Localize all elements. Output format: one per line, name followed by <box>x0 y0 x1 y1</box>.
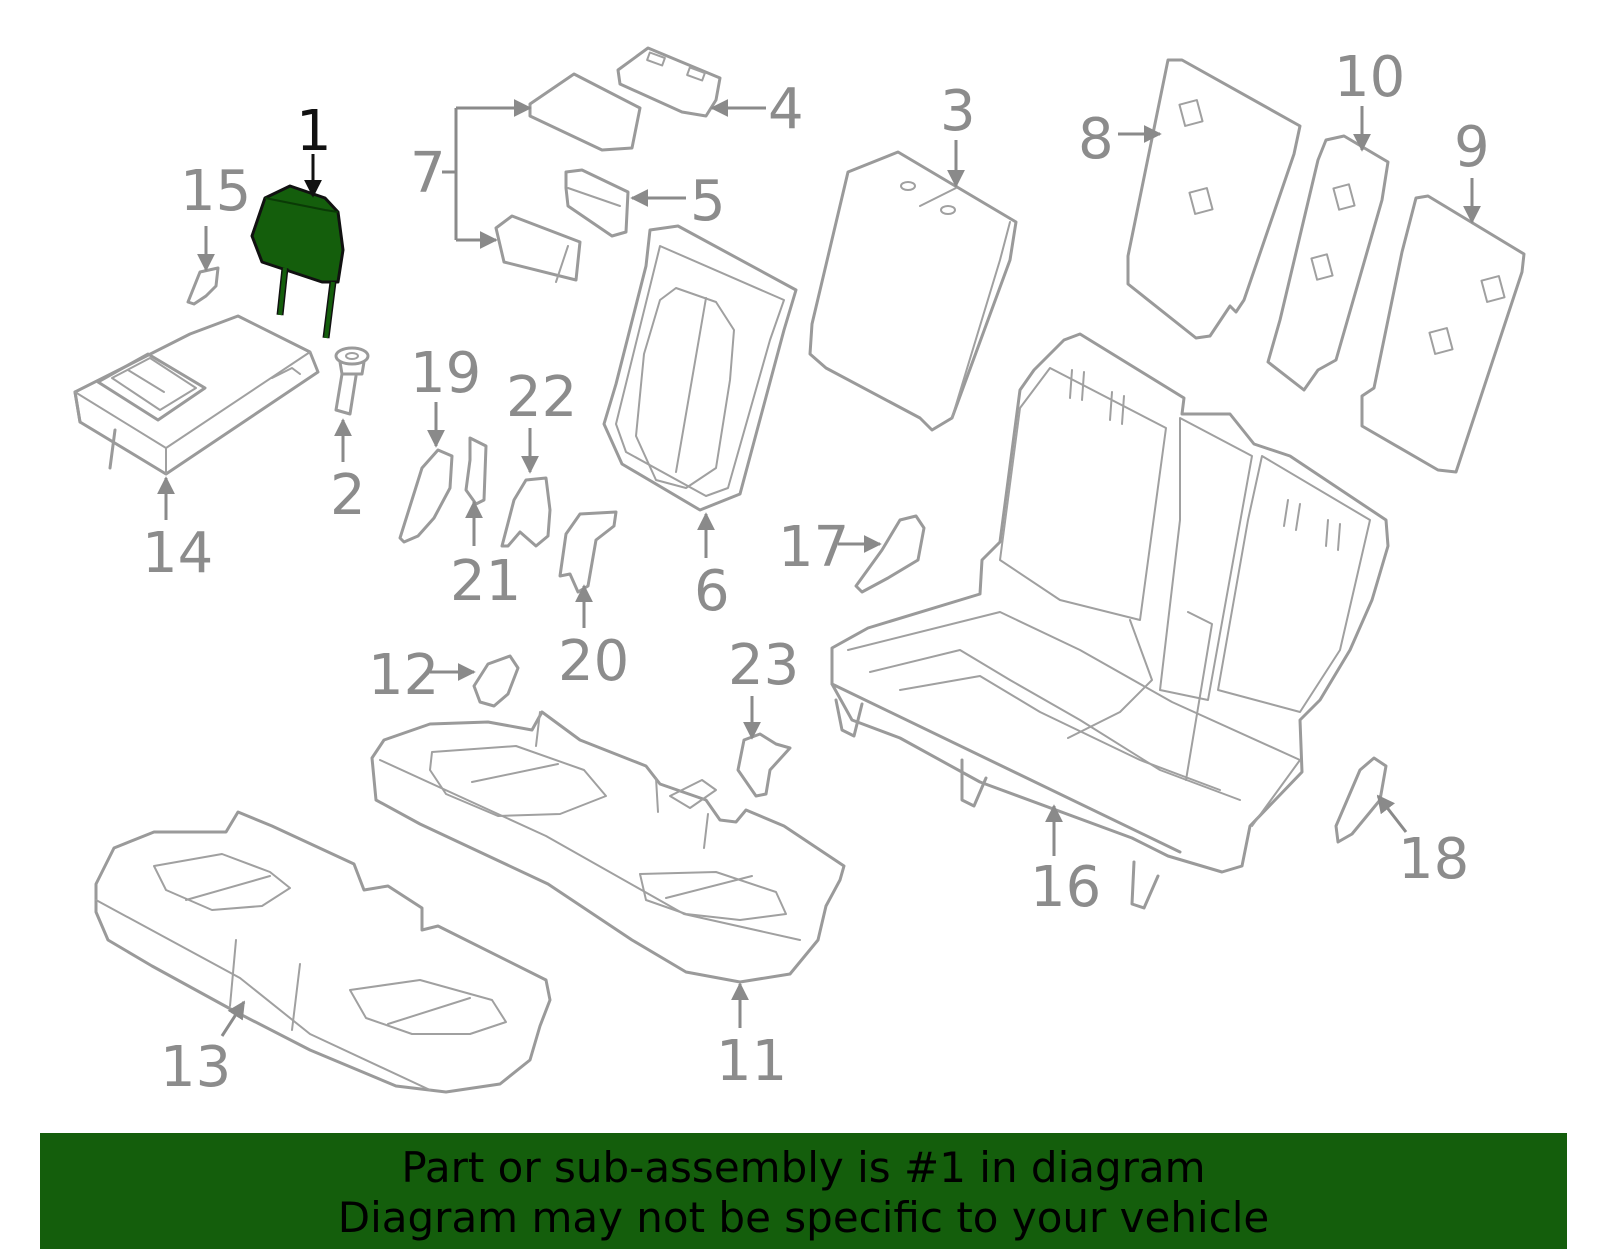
part-17-hinge-cover[interactable] <box>854 514 926 594</box>
callout-23: 23 <box>728 633 799 698</box>
part-3-seatback-panel[interactable] <box>808 150 1018 432</box>
callout-13: 13 <box>160 1035 231 1100</box>
part-10-back-panel[interactable] <box>1266 134 1390 392</box>
part-23-bracket[interactable] <box>736 732 792 798</box>
callout-11: 11 <box>716 1029 787 1094</box>
part-21-trim[interactable] <box>464 436 488 506</box>
part-15-bracket[interactable] <box>186 266 220 306</box>
part-18-hinge-cover[interactable] <box>1334 756 1388 844</box>
banner-line-1: Part or sub-assembly is #1 in diagram <box>401 1143 1206 1192</box>
callout-12: 12 <box>368 643 439 708</box>
part-16-seat-frame[interactable] <box>830 332 1390 910</box>
callout-15: 15 <box>180 159 251 224</box>
callout-20: 20 <box>558 629 629 694</box>
callout-5: 5 <box>690 169 726 234</box>
callout-17: 17 <box>778 515 849 580</box>
part-8-back-panel[interactable] <box>1126 58 1302 340</box>
callout-19: 19 <box>410 341 481 406</box>
part-1-headrest[interactable] <box>250 184 345 339</box>
callout-7: 7 <box>410 141 446 206</box>
callouts: 1 2 3 4 5 6 7 8 9 10 11 12 13 14 15 16 <box>142 45 1490 1100</box>
callout-18: 18 <box>1398 827 1469 892</box>
part-22-trim[interactable] <box>500 476 552 548</box>
callout-1: 1 <box>296 99 332 164</box>
part-5-clip[interactable] <box>564 168 630 238</box>
callout-3: 3 <box>940 79 976 144</box>
part-9-back-panel[interactable] <box>1360 194 1526 474</box>
callout-6: 6 <box>694 559 730 624</box>
banner-line-2: Diagram may not be specific to your vehi… <box>337 1193 1270 1242</box>
callout-9: 9 <box>1454 115 1490 180</box>
callout-10: 10 <box>1334 45 1405 110</box>
callout-16: 16 <box>1030 855 1101 920</box>
part-20-trim[interactable] <box>558 510 618 594</box>
part-7-bolster-pads[interactable] <box>494 72 642 283</box>
callout-4: 4 <box>768 77 804 142</box>
part-6-seatback-cushion[interactable] <box>602 224 798 512</box>
callout-2: 2 <box>330 463 366 528</box>
part-14-armrest[interactable] <box>73 314 320 476</box>
part-19-trim[interactable] <box>398 448 454 544</box>
callout-8: 8 <box>1078 107 1114 172</box>
callout-14: 14 <box>142 521 213 586</box>
part-11-seat-cushion[interactable] <box>370 710 846 984</box>
callout-22: 22 <box>506 365 577 430</box>
part-12-clip[interactable] <box>472 654 520 708</box>
part-2-headrest-guide[interactable] <box>334 346 370 416</box>
info-banner: Part or sub-assembly is #1 in diagram Di… <box>40 1133 1567 1249</box>
callout-21: 21 <box>450 549 521 614</box>
